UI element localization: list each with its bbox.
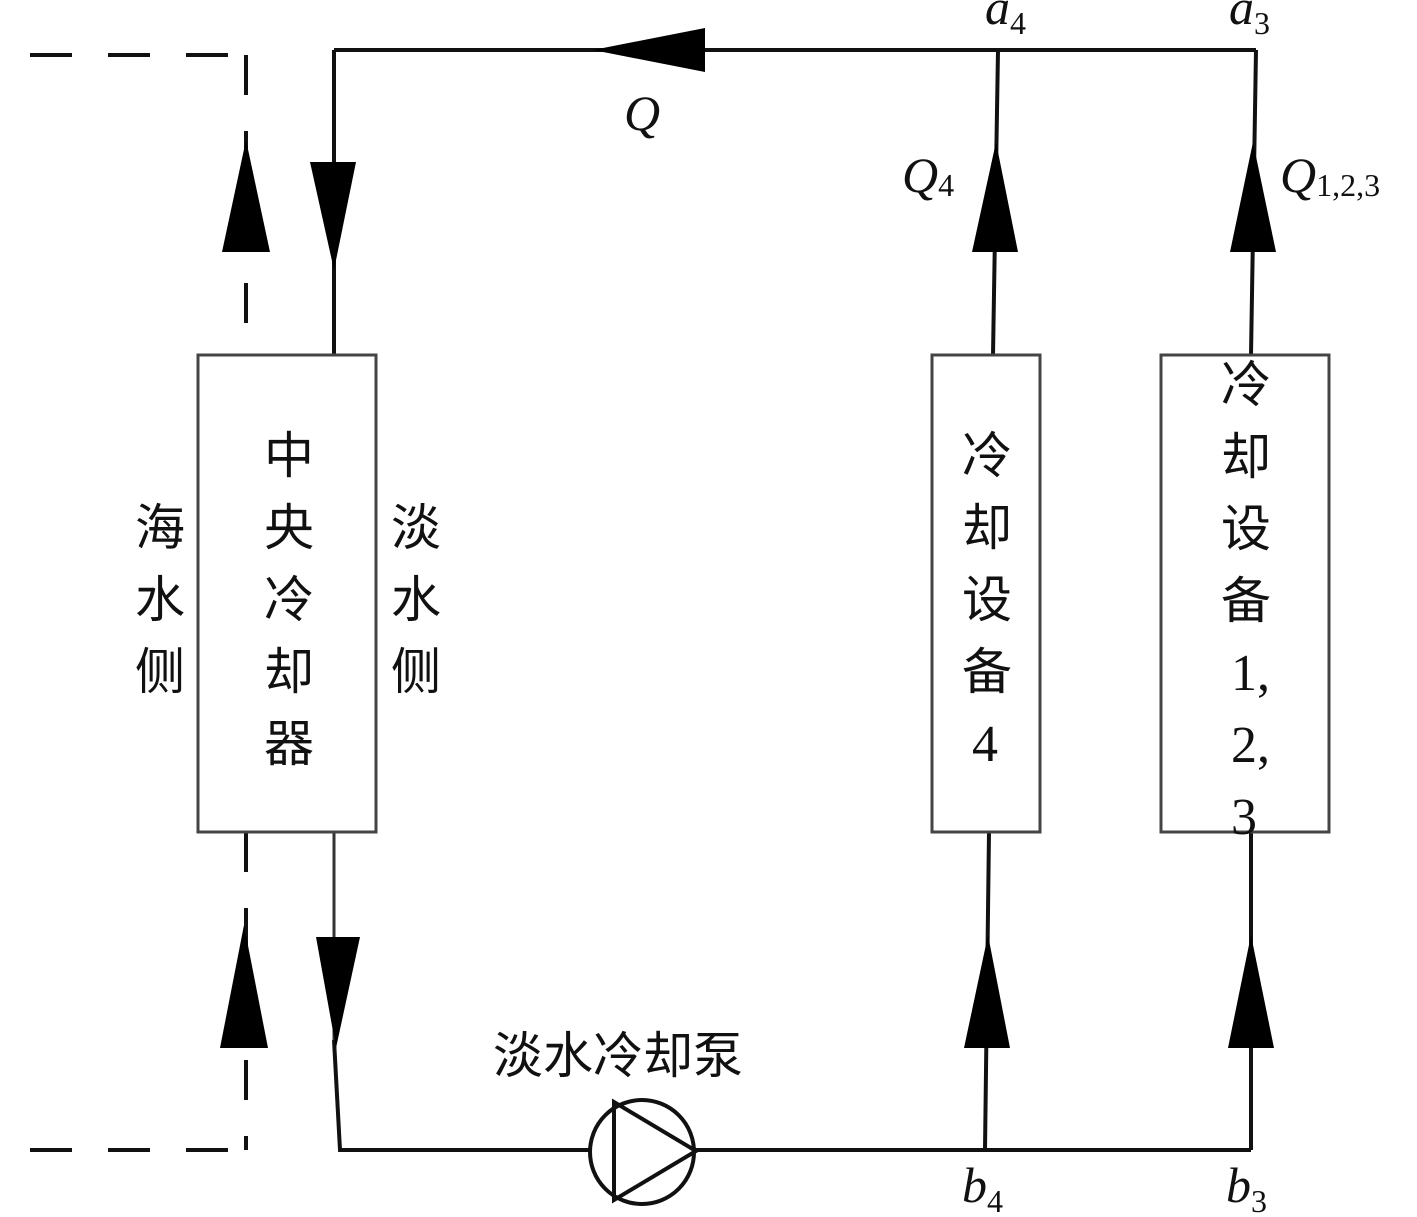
cooler-outlet-pipe-lower (332, 1039, 590, 1152)
pump-triangle (612, 1098, 700, 1204)
pump-symbol (588, 1098, 700, 1206)
device123-inlet-arrow-up (1228, 935, 1274, 1048)
flow-arrows (220, 28, 1276, 1048)
node-label-a3: a3 (1229, 0, 1270, 41)
pump-casing (588, 1098, 696, 1206)
freshwater-side-label: 淡水侧 (391, 499, 441, 701)
cooler-outlet-arrow-down (316, 937, 360, 1048)
device123-box (1159, 353, 1331, 834)
flow-label-q4: Q4 (902, 147, 954, 203)
device4-box (930, 353, 1042, 834)
node-label-b3: b3 (1226, 1157, 1267, 1217)
cooler-inlet-arrow-down (310, 162, 356, 270)
return-flow-arrow-left (593, 28, 705, 72)
device123-outlet-arrow-up (1230, 142, 1276, 252)
seawater-upper-arrow-up (222, 140, 270, 252)
device4-outlet-arrow-up (972, 142, 1018, 252)
central-cooler-label: 中央冷却器 (264, 427, 314, 773)
central-cooler-box (196, 353, 378, 834)
flow-label-q123: Q1,2,3 (1280, 147, 1380, 203)
flow-label-q: Q (624, 85, 660, 141)
device4-inlet-arrow-up (964, 935, 1010, 1048)
freshwater-circuit (332, 48, 1258, 1152)
seawater-side-label: 海水侧 (135, 499, 185, 701)
node-label-b4: b4 (962, 1157, 1003, 1217)
pump-label: 淡水冷却泵 (493, 1027, 743, 1085)
node-label-a4: a4 (985, 0, 1026, 41)
seawater-lower-arrow-up (220, 925, 268, 1048)
